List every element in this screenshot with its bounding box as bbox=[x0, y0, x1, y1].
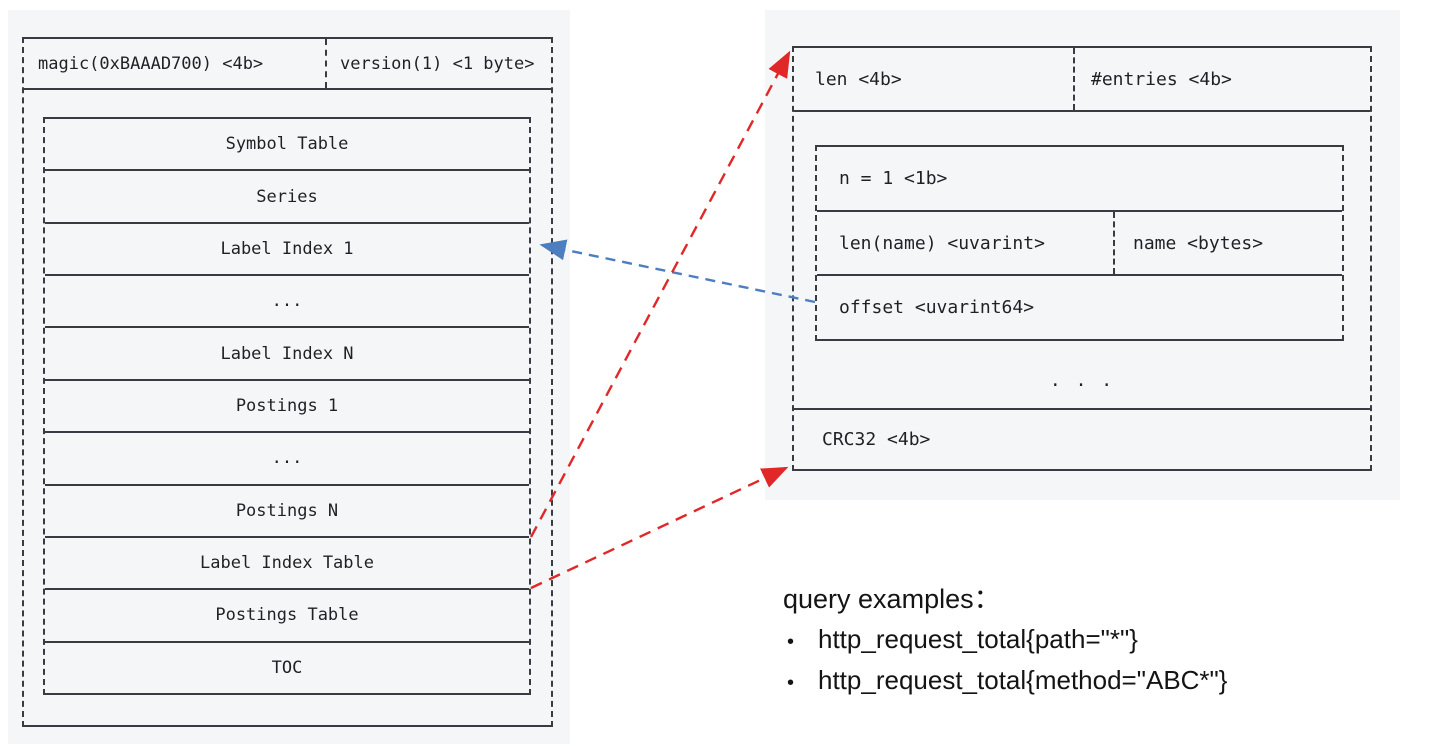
len-name-cell: len(name) <uvarint> bbox=[817, 211, 1115, 275]
magic-cell: magic(0xBAAAD700) <4b> bbox=[24, 39, 327, 88]
index-file-panel: magic(0xBAAAD700) <4b> version(1) <1 byt… bbox=[8, 10, 570, 744]
table-detail-panel: len <4b> #entries <4b> n = 1 <1b> len(na… bbox=[765, 10, 1400, 500]
index-sections-stack: Symbol Table Series Label Index 1 ... La… bbox=[43, 117, 531, 695]
table-detail-header-row: len <4b> #entries <4b> bbox=[794, 48, 1370, 112]
bullet-icon: • bbox=[787, 631, 795, 653]
entry-row-n: n = 1 <1b> bbox=[817, 147, 1342, 212]
entry-box: n = 1 <1b> len(name) <uvarint> name <byt… bbox=[815, 145, 1344, 341]
version-cell: version(1) <1 byte> bbox=[340, 53, 535, 74]
section-row-postings-1: Postings 1 bbox=[45, 381, 529, 434]
section-row-ellipsis-2: ... bbox=[45, 433, 529, 486]
index-file-header-row: magic(0xBAAAD700) <4b> version(1) <1 byt… bbox=[24, 39, 551, 90]
query-example-2: • http_request_total{method="ABC*"} bbox=[783, 661, 1343, 702]
section-row-label-index-n: Label Index N bbox=[45, 328, 529, 381]
section-row-ellipsis-1: ... bbox=[45, 276, 529, 329]
entry-row-offset: offset <uvarint64> bbox=[839, 297, 1035, 319]
query-example-2-text: http_request_total{method="ABC*"} bbox=[818, 665, 1228, 695]
bullet-icon: • bbox=[787, 672, 795, 694]
crc32-row: CRC32 <4b> bbox=[794, 408, 1370, 469]
len-cell: len <4b> bbox=[794, 48, 1075, 110]
name-cell: name <bytes> bbox=[1133, 232, 1264, 254]
table-detail-box: len <4b> #entries <4b> n = 1 <1b> len(na… bbox=[792, 46, 1372, 471]
entries-ellipsis: . . . bbox=[1049, 370, 1115, 391]
query-example-1-text: http_request_total{path="*"} bbox=[818, 624, 1138, 654]
entry-row-name: len(name) <uvarint> name <bytes> bbox=[817, 211, 1342, 277]
section-row-symbol-table: Symbol Table bbox=[45, 119, 529, 172]
section-row-label-index-table: Label Index Table bbox=[45, 538, 529, 591]
section-row-postings-n: Postings N bbox=[45, 486, 529, 538]
section-row-series: Series bbox=[45, 171, 529, 224]
index-file-box: magic(0xBAAAD700) <4b> version(1) <1 byt… bbox=[22, 37, 553, 727]
query-example-1: • http_request_total{path="*"} bbox=[783, 620, 1343, 661]
section-row-toc: TOC bbox=[271, 657, 303, 678]
query-examples-title: query examples： bbox=[783, 584, 1001, 614]
entries-cell: #entries <4b> bbox=[1091, 68, 1232, 90]
query-examples-block: query examples： • http_request_total{pat… bbox=[783, 582, 1343, 702]
section-row-postings-table: Postings Table bbox=[45, 590, 529, 643]
section-row-label-index-1: Label Index 1 bbox=[45, 224, 529, 277]
